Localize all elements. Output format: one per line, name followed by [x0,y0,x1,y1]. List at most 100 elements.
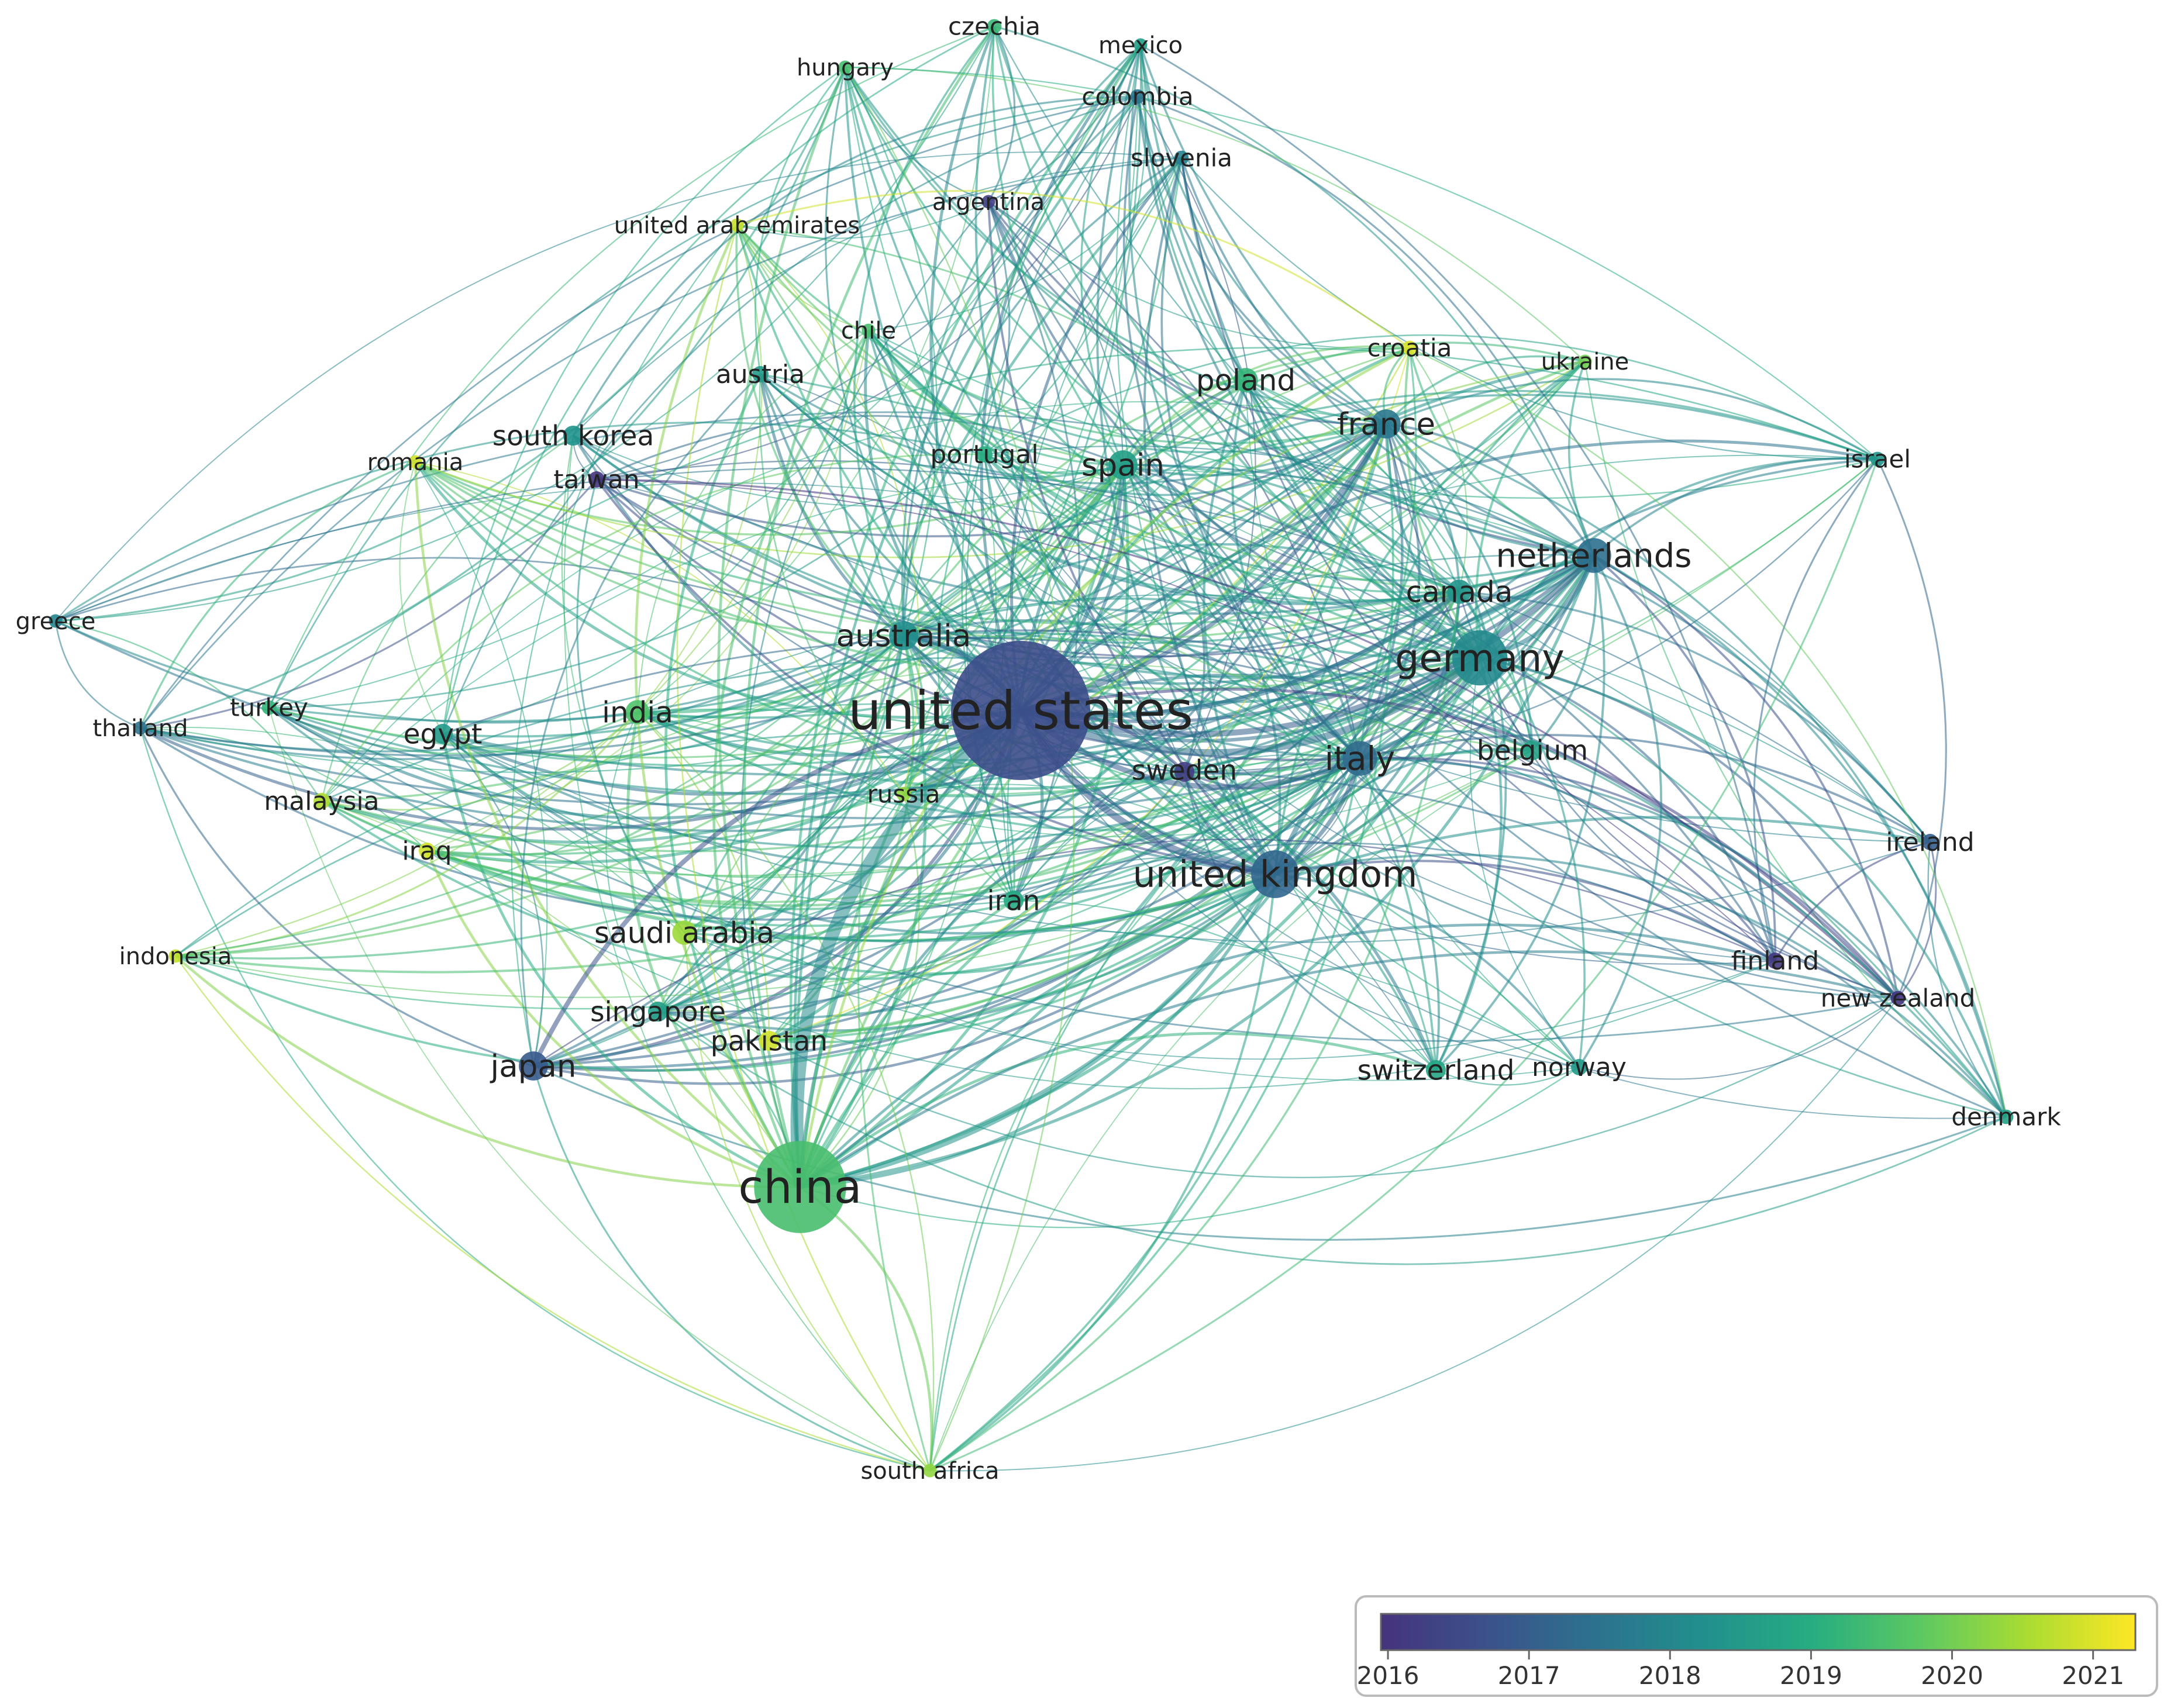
node-india[interactable] [625,700,650,724]
node-czechia[interactable] [987,19,1002,34]
label-singapore: singapore [590,996,726,1028]
edge [442,25,995,734]
edge [268,347,1878,709]
label-iraq: iraq [402,836,452,866]
edge [987,26,1016,202]
node-spain[interactable] [1108,450,1138,479]
node-norway[interactable] [1571,1059,1587,1075]
edge [442,637,1899,999]
node-israel[interactable] [1870,451,1885,467]
node-saudi-arabia[interactable] [672,920,697,945]
node-finland[interactable] [1767,953,1783,969]
edge [533,873,1276,1085]
edge [139,157,1182,729]
node-thailand[interactable] [133,721,147,735]
label-japan: japan [490,1048,577,1084]
node-singapore[interactable] [647,1001,669,1022]
edge [520,373,762,1067]
edge [1137,95,1595,556]
edge [1435,1066,1580,1086]
node-hungary[interactable] [838,60,852,74]
edge [175,634,905,957]
edge [637,594,1931,843]
edge [984,334,1878,460]
edge [844,67,1580,1068]
edge [572,95,1138,436]
edge [983,201,1011,455]
node-iraq[interactable] [419,843,435,859]
node-greece[interactable] [49,614,63,628]
node-croatia[interactable] [1402,340,1417,356]
edge [637,708,1580,1068]
node-united-kingdom[interactable] [1251,850,1299,898]
edge [596,415,1124,481]
node-japan[interactable] [519,1051,548,1081]
edge [1019,655,1482,757]
node-italy[interactable] [1342,741,1377,776]
node-switzerland[interactable] [1425,1060,1446,1081]
node-indonesia[interactable] [168,949,182,963]
label-colombia: colombia [1081,82,1193,111]
node-malaysia[interactable] [313,793,330,809]
edge [1359,757,2007,1117]
edge [974,26,1276,875]
edge [790,705,1025,1188]
label-netherlands: netherlands [1496,537,1692,575]
node-romania[interactable] [408,455,422,469]
edge [1531,555,1597,751]
edge [139,727,534,1067]
node-ukraine[interactable] [1578,354,1592,368]
edge [55,620,323,802]
label-croatia: croatia [1367,334,1452,363]
edge [789,44,1142,1188]
node-china[interactable] [754,1141,846,1233]
node-australia[interactable] [889,621,918,650]
label-hungary: hungary [797,54,894,81]
node-portugal[interactable] [976,446,993,463]
edge [759,374,1276,875]
node-russia[interactable] [896,786,911,802]
node-pakistan[interactable] [759,1030,780,1051]
node-iran[interactable] [1003,890,1024,911]
node-colombia[interactable] [1130,89,1145,104]
node-slovenia[interactable] [1174,150,1189,165]
node-poland[interactable] [1234,368,1258,392]
node-sweden[interactable] [1174,761,1195,782]
node-united-states[interactable] [951,641,1090,780]
node-south-africa[interactable] [923,1464,937,1478]
node-france[interactable] [1372,409,1401,439]
node-egypt[interactable] [432,723,453,744]
edge [664,373,801,1188]
edge [321,453,985,802]
edge [1409,347,2007,1117]
node-chile[interactable] [862,323,876,337]
node-netherlands[interactable] [1576,538,1611,573]
edge [740,201,989,1188]
node-belgium[interactable] [1522,740,1543,761]
node-argentina[interactable] [981,195,995,209]
label-poland: poland [1196,363,1296,397]
node-turkey[interactable] [261,700,277,715]
node-united-arab-emirates[interactable] [730,218,744,232]
node-denmark[interactable] [1999,1109,2014,1124]
edge [902,347,1410,636]
edge [759,373,1124,479]
label-india: india [602,695,673,729]
edge [769,554,1595,1042]
edge [139,461,416,729]
edge [987,201,1080,901]
node-taiwan[interactable] [588,471,605,488]
edge [717,67,847,1188]
node-ireland[interactable] [1922,834,1938,850]
node-germany[interactable] [1452,630,1508,686]
edge [1274,860,1776,962]
node-mexico[interactable] [1133,38,1148,52]
node-new-zealand[interactable] [1890,991,1906,1006]
node-austria[interactable] [752,366,769,382]
edge [140,67,846,729]
node-canada[interactable] [1447,579,1472,604]
node-south-korea[interactable] [563,425,584,446]
edge [736,224,1387,445]
edge [1593,554,1899,999]
edge [55,151,1182,622]
